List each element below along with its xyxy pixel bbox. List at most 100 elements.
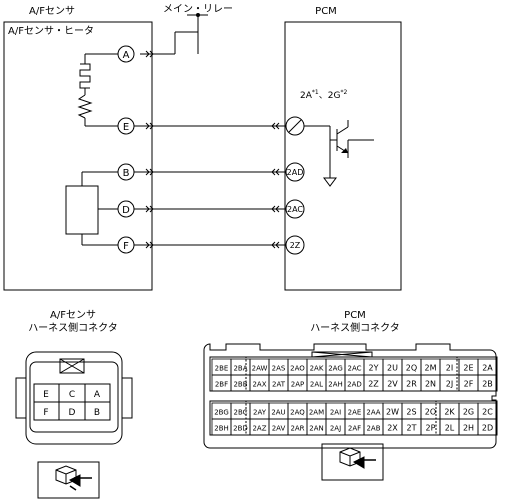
pcm-pin-label: 2BF <box>215 381 228 389</box>
svg-text:E: E <box>123 122 129 133</box>
pcm-pin-label: 2AS <box>272 365 286 373</box>
sensor-conn-pin-e: E <box>43 390 49 400</box>
svg-text:B: B <box>123 168 130 179</box>
relay-junction-dot <box>196 13 200 17</box>
pcm-pin-label: 2AA <box>366 409 380 417</box>
pcm-pin-2a <box>285 116 305 136</box>
pcm-pin-label: 2AB <box>366 425 380 433</box>
pcm-pin-label: 2W <box>386 408 399 417</box>
pcm-pin-label: 2I <box>446 364 453 373</box>
pcm-pin-label: 2AX <box>252 381 266 389</box>
pin-e: E <box>117 117 135 135</box>
pcm-pin-label: 2AF <box>348 425 361 433</box>
pcm-pin-2ad: 2AD <box>285 162 305 182</box>
pcm-pin-label: 2H <box>463 424 474 433</box>
pcm-pin-label: 2AC <box>347 365 361 373</box>
pcm-pin-label: 2BC <box>233 409 247 417</box>
pcm-pin-2z: 2Z <box>285 235 305 255</box>
pcm-pin-label: 2Y <box>369 364 379 373</box>
sensor-box <box>3 21 153 291</box>
pcm-pin-label: 2BB <box>233 381 247 389</box>
heater-label: A/Fセンサ・ヒータ <box>8 25 94 37</box>
pcm-pin-label: 2AD <box>347 381 362 389</box>
pcm-pin-label: 2AR <box>290 425 304 433</box>
pcm-pin-label: 2T <box>407 424 417 433</box>
svg-text:D: D <box>122 205 130 216</box>
pcm-pin-label: 2AO <box>290 365 305 373</box>
pcm-pin-label: 2P <box>426 424 436 433</box>
pcm-pin-label: 2X <box>387 424 398 433</box>
svg-text:2Z: 2Z <box>290 241 301 250</box>
pcm-pin-label: 2BH <box>214 425 229 433</box>
pin-f: F <box>117 236 135 254</box>
pcm-pin-label: 2U <box>387 364 398 373</box>
pcm-pin-label: 2Q <box>406 364 417 373</box>
sensor-connector-title: A/Fセンサ <box>50 309 96 321</box>
sensor-conn-pin-d: D <box>69 408 76 418</box>
pcm-pin-2a-label: 2A*1、2G*2 <box>300 89 347 101</box>
pcm-pin-label: 2AH <box>328 381 343 389</box>
pcm-pin-label: 2S <box>406 408 416 417</box>
pcm-pin-label: 2N <box>425 380 436 389</box>
transistor-arrow <box>341 148 348 153</box>
pcm-connector-subtitle: ハーネス側コネクタ <box>310 321 400 334</box>
harness-side-icon <box>37 461 100 499</box>
svg-text:A: A <box>123 50 130 61</box>
svg-text:2AD: 2AD <box>287 168 304 177</box>
pcm-pin-label: 2V <box>387 380 398 389</box>
pcm-pin-label: 2AU <box>271 409 285 417</box>
pcm-title: PCM <box>315 6 337 17</box>
sensor-side-chevrons <box>145 50 154 249</box>
pcm-pin-label: 2AJ <box>330 425 341 433</box>
pcm-pin-label: 2BG <box>214 409 229 417</box>
pcm-pin-label: 2AM <box>309 409 324 417</box>
sensor-connector <box>15 351 133 445</box>
pcm-pin-label: 2L <box>445 424 455 433</box>
pcm-pin-label: 2AT <box>272 381 286 389</box>
svg-text:F: F <box>123 241 129 252</box>
pcm-pin-label: 2BD <box>233 425 248 433</box>
pcm-pin-label: 2D <box>482 424 493 433</box>
pcm-harness-side-icon <box>321 443 384 481</box>
pcm-pin-label: 2J <box>446 380 453 389</box>
pcm-pin-label: 2F <box>464 380 474 389</box>
pcm-pin-label: 2B <box>482 380 493 389</box>
pcm-pin-label: 2M <box>425 364 437 373</box>
sensor-conn-pin-f: F <box>43 408 48 418</box>
pin-a: A <box>117 45 135 63</box>
heater-element <box>77 53 126 127</box>
relay-label: メイン・リレー <box>163 4 233 15</box>
pcm-pin-label: 2AE <box>348 409 362 417</box>
pcm-pin-label: 2E <box>463 364 473 373</box>
pcm-pin-label: 2AK <box>310 365 324 373</box>
pcm-pin-label: 2G <box>463 408 474 417</box>
svg-text:2AC: 2AC <box>287 205 303 214</box>
pin-b: B <box>117 163 135 181</box>
pcm-pin-cell <box>477 418 498 436</box>
pcm-pin-2ac: 2AC <box>285 199 305 219</box>
pin-d: D <box>117 200 135 218</box>
pcm-pin-label: 2AI <box>330 409 341 417</box>
harness-wires <box>134 125 286 246</box>
sensor-conn-pin-c: C <box>69 390 75 400</box>
pcm-pin-label: 2AW <box>252 365 268 373</box>
pcm-pin-label: 2C <box>482 408 493 417</box>
pcm-pin-label: 2AL <box>310 381 323 389</box>
pcm-pin-label: 2BA <box>233 365 247 373</box>
pcm-pin-label: 2R <box>406 380 417 389</box>
sensor-title: A/Fセンサ <box>29 5 75 17</box>
pcm-connector-title: PCM <box>344 310 366 321</box>
sensing-element <box>65 171 126 246</box>
pcm-pin-label: 2K <box>444 408 455 417</box>
pcm-pin-label: 2AZ <box>252 425 266 433</box>
pcm-pin-label: 2AP <box>291 381 304 389</box>
pcm-pin-label: 2Z <box>368 380 379 389</box>
pcm-box <box>284 21 402 291</box>
relay-wire <box>140 14 208 55</box>
pcm-pin-label: 2O <box>425 408 436 417</box>
pcm-side-chevrons <box>271 122 280 249</box>
pcm-pin-label: 2AV <box>272 425 286 433</box>
sensor-conn-pin-a: A <box>94 390 101 400</box>
